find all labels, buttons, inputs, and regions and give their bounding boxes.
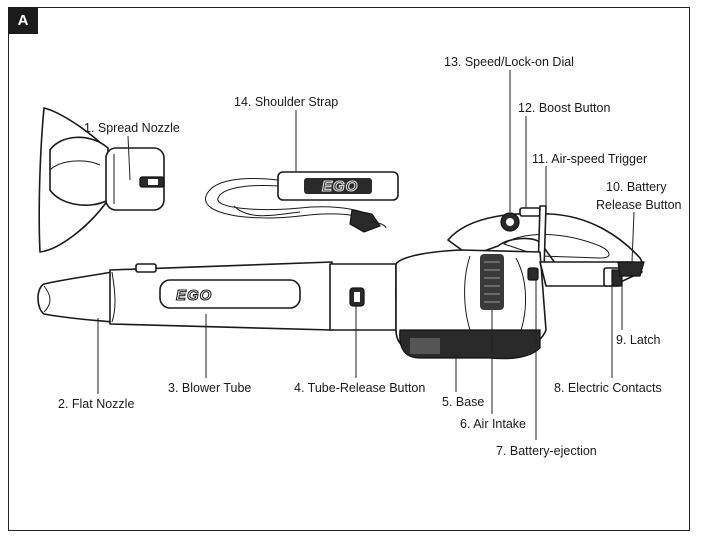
label-tube-release-button: 4. Tube-Release Button [294, 381, 425, 395]
strap-logo: EGO [322, 178, 358, 195]
figure-frame [8, 7, 690, 531]
spread-nozzle [38, 107, 165, 253]
tube-logo: EGO [176, 287, 212, 304]
leader-10 [631, 211, 635, 263]
label-battery-ejection: 7. Battery-ejection [496, 444, 597, 458]
shoulder-strap: EGO [205, 171, 399, 233]
label-air-speed-trigger: 11. Air-speed Trigger [532, 152, 647, 166]
label-boost-button: 12. Boost Button [518, 101, 610, 115]
blower-body [395, 205, 645, 360]
label-air-intake: 6. Air Intake [460, 417, 526, 431]
label-speed-dial: 13. Speed/Lock-on Dial [444, 55, 574, 69]
label-spread-nozzle: 1. Spread Nozzle [84, 121, 180, 135]
label-electric-contacts: 8. Electric Contacts [554, 381, 662, 395]
figure-tag: A [8, 7, 38, 34]
label-flat-nozzle: 2. Flat Nozzle [58, 397, 134, 411]
leader-1 [127, 135, 131, 181]
label-base: 5. Base [442, 395, 484, 409]
label-battery-release-2: Release Button [596, 198, 682, 212]
label-battery-release-1: 10. Battery [606, 180, 667, 194]
label-shoulder-strap: 14. Shoulder Strap [234, 95, 338, 109]
label-blower-tube: 3. Blower Tube [168, 381, 251, 395]
leader-lines [97, 70, 635, 440]
label-latch: 9. Latch [616, 333, 661, 347]
